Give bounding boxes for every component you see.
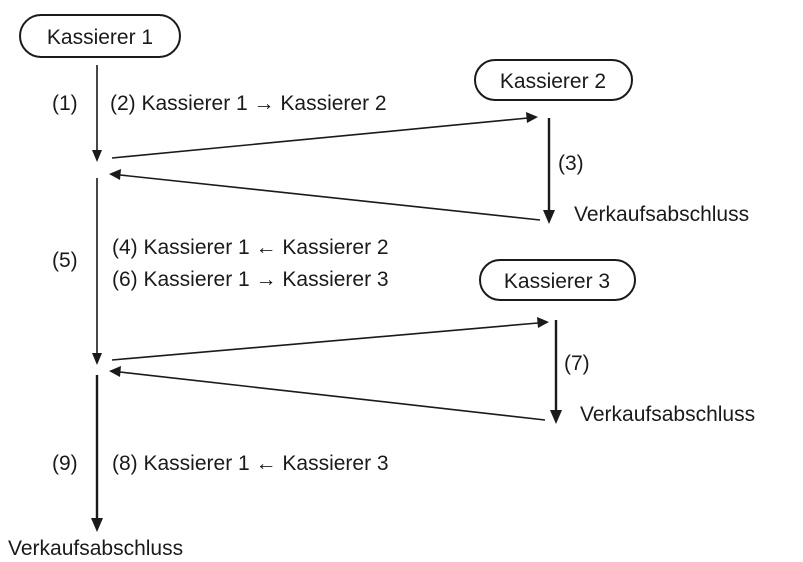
label-step-8: (8) Kassierer 1 ← Kassierer 3 [112,452,389,475]
arrow-step-2-head [526,112,538,123]
label-verkaufsabschluss-final: Verkaufsabschluss [8,537,183,560]
node-kassierer-1-label: Kassierer 1 [47,26,153,49]
arrow-step-5-head [92,353,102,365]
node-kassierer-2: Kassierer 2 [474,59,633,101]
node-kassierer-3: Kassierer 3 [479,259,636,301]
label-step-3: (3) [558,152,584,175]
label-step-1: (1) [52,92,78,115]
arrow-step-9-head [91,518,103,532]
arrow-step-2 [111,117,529,159]
arrow-step-3-head [543,210,555,224]
label-verkaufsabschluss-k2: Verkaufsabschluss [574,203,749,226]
arrow-step-6-head [537,317,549,328]
label-step-5: (5) [52,249,78,272]
label-step-6: (6) Kassierer 1 → Kassierer 3 [112,268,389,291]
node-kassierer-1: Kassierer 1 [19,14,181,58]
label-step-2: (2) Kassierer 1 → Kassierer 2 [110,92,387,115]
arrow-step-4 [119,174,541,221]
arrow-step-8 [119,371,546,421]
arrow-step-6 [111,322,539,361]
node-kassierer-2-box [474,59,633,101]
node-kassierer-3-box [479,259,636,301]
arrow-step-7-head [550,410,562,424]
node-kassierer-3-label: Kassierer 3 [504,270,610,293]
arrow-step-8-head [109,366,121,377]
arrow-step-4-head [109,169,121,180]
node-kassierer-2-label: Kassierer 2 [500,70,606,93]
label-step-4: (4) Kassierer 1 ← Kassierer 2 [112,236,389,259]
arrow-step-1-head [92,150,102,162]
node-kassierer-1-box [19,14,181,58]
label-verkaufsabschluss-k3: Verkaufsabschluss [580,403,755,426]
label-step-9: (9) [52,452,78,475]
label-step-7: (7) [564,352,590,375]
